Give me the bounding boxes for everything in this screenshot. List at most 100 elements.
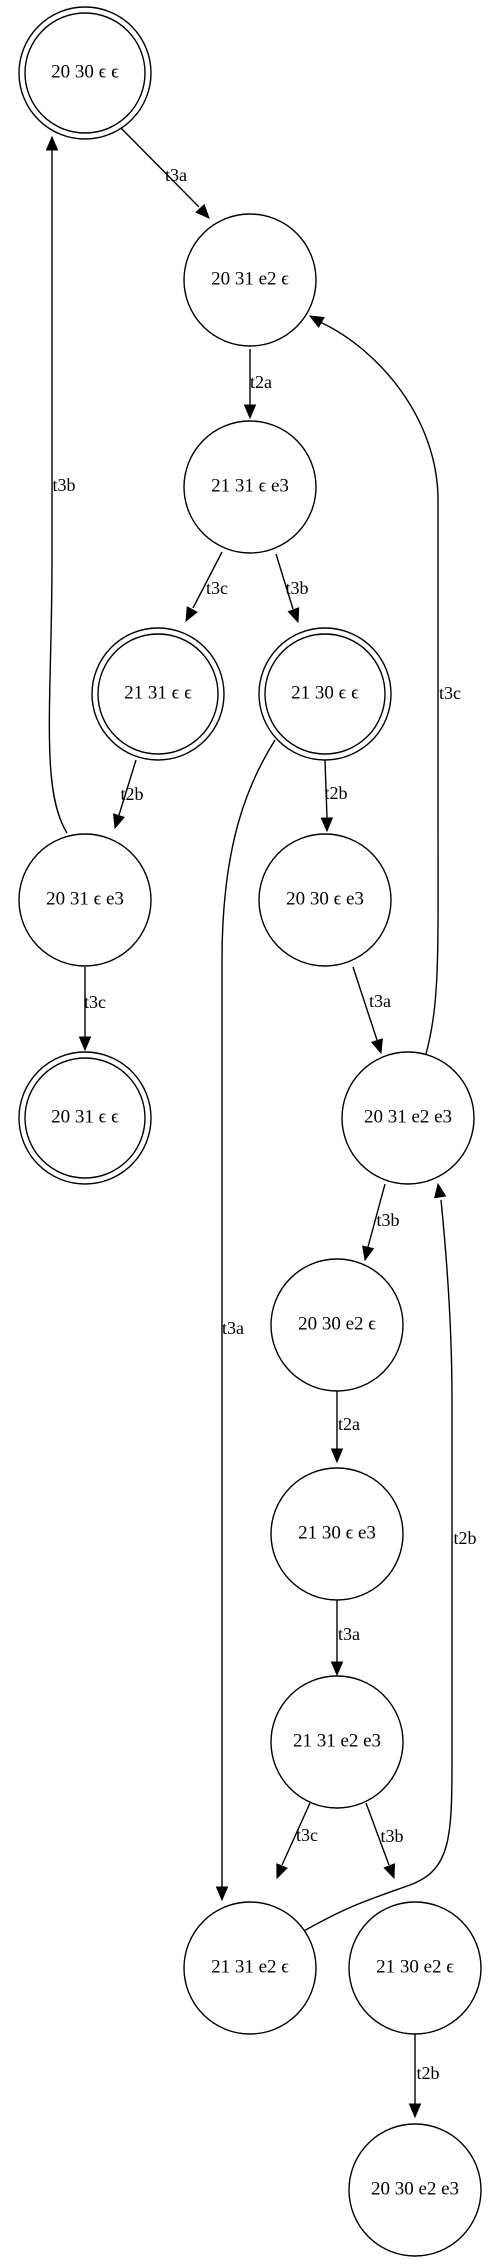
edge-line bbox=[324, 759, 328, 819]
nodes-layer: 20 30 ϵ ϵ 20 31 e2 ϵ 21 31 ϵ e3 21 31 ϵ ϵ 21… bbox=[18, 6, 482, 2257]
edge-line bbox=[192, 551, 223, 609]
edge-line bbox=[48, 150, 68, 834]
state-node: 20 31 e2 e3 bbox=[341, 1051, 475, 1185]
state-label: 20 30 ϵ e3 bbox=[286, 888, 364, 909]
edge-label: t2b bbox=[120, 784, 143, 804]
state-label: 21 31 ϵ ϵ bbox=[124, 682, 192, 703]
edge-label: t3a bbox=[369, 991, 391, 1011]
state-node: 20 31 ϵ ϵ bbox=[18, 1051, 152, 1185]
state-label: 20 30 e2 e3 bbox=[371, 2178, 459, 2199]
arrowhead bbox=[195, 203, 210, 219]
accepting-state-ring bbox=[24, 12, 146, 134]
state-label: 20 31 e2 e3 bbox=[364, 1106, 452, 1127]
edge-n11-to-n12: t3a bbox=[330, 1600, 360, 1677]
edge-n14-to-n15: t2b bbox=[408, 2034, 440, 2119]
state-circle bbox=[258, 833, 392, 967]
edge-label: t3b bbox=[52, 475, 75, 495]
state-circle bbox=[183, 420, 317, 554]
edge-label: t3b bbox=[380, 1826, 403, 1846]
arrowhead bbox=[185, 606, 198, 623]
accepting-state-ring bbox=[24, 1057, 146, 1179]
state-circle bbox=[270, 1467, 404, 1601]
state-circle bbox=[183, 213, 317, 347]
arrowhead bbox=[330, 1661, 344, 1677]
edge-n12-to-n14: t3b bbox=[365, 1802, 404, 1880]
arrowhead bbox=[112, 813, 125, 830]
edge-label: t2b bbox=[324, 783, 347, 803]
edge-line bbox=[119, 126, 200, 208]
state-label: 21 30 e2 ϵ bbox=[376, 1956, 454, 1977]
arrowhead bbox=[243, 404, 257, 420]
edge-n6-to-n8: t3c bbox=[78, 967, 106, 1052]
arrowhead bbox=[78, 1036, 92, 1052]
state-circle bbox=[183, 1901, 317, 2035]
edge-line bbox=[365, 1802, 390, 1866]
edge-n3-to-n5: t3b bbox=[275, 553, 309, 624]
edge-label: t2a bbox=[250, 372, 272, 392]
state-circle bbox=[348, 1901, 482, 2035]
state-circle bbox=[270, 1675, 404, 1809]
edge-line bbox=[367, 1183, 386, 1248]
edge-label: t2b bbox=[416, 2063, 439, 2083]
edge-label: t3a bbox=[338, 1624, 360, 1644]
state-node: 21 31 e2 e3 bbox=[270, 1675, 404, 1809]
arrowhead bbox=[287, 607, 300, 624]
state-node: 21 31 ϵ e3 bbox=[183, 420, 317, 554]
edge-n12-to-n13: t3c bbox=[276, 1802, 318, 1880]
state-node: 21 31 ϵ ϵ bbox=[91, 627, 225, 761]
state-node: 20 30 ϵ e3 bbox=[258, 833, 392, 967]
state-label: 20 30 ϵ ϵ bbox=[51, 61, 119, 82]
arrowhead bbox=[276, 1863, 288, 1880]
accepting-state-ring bbox=[97, 633, 219, 755]
edge-n9-to-n2: t3c bbox=[308, 315, 461, 1055]
edge-n7-to-n9: t3a bbox=[352, 966, 391, 1055]
state-node: 20 30 e2 e3 bbox=[348, 2123, 482, 2257]
arrowhead bbox=[45, 135, 59, 151]
edge-line bbox=[319, 321, 439, 1055]
edge-label: t2a bbox=[338, 1414, 360, 1434]
edge-line bbox=[275, 553, 294, 610]
edge-label: t3c bbox=[296, 1825, 318, 1845]
edge-n2-to-n3: t2a bbox=[243, 349, 272, 420]
state-label: 21 30 ϵ e3 bbox=[298, 1522, 376, 1543]
arrowhead bbox=[362, 1245, 375, 1262]
edge-n4-to-n6: t2b bbox=[112, 759, 144, 830]
arrowhead bbox=[308, 315, 325, 329]
state-label: 21 31 ϵ e3 bbox=[211, 475, 289, 496]
arrowhead bbox=[320, 817, 334, 833]
state-circle bbox=[348, 2123, 482, 2257]
state-label: 20 31 ϵ ϵ bbox=[51, 1106, 119, 1127]
state-label: 21 31 e2 e3 bbox=[293, 1730, 381, 1751]
edge-label: t3c bbox=[439, 683, 461, 703]
edge-label: t3b bbox=[285, 578, 308, 598]
edge-n1-to-n2: t3a bbox=[119, 126, 210, 219]
state-label: 21 30 ϵ ϵ bbox=[291, 682, 359, 703]
state-label: 20 31 e2 ϵ bbox=[211, 268, 289, 289]
edge-label: t2b bbox=[453, 1528, 476, 1548]
state-circle bbox=[18, 833, 152, 967]
state-label: 20 30 e2 ϵ bbox=[298, 1313, 376, 1334]
edge-n5-to-n13: t3a bbox=[215, 739, 276, 1902]
state-label: 20 31 ϵ e3 bbox=[46, 888, 124, 909]
edges-layer: t3a t2a t3c t3b t2b t3b t3c t2b t3a t3a t3c t3b t2a t… bbox=[45, 126, 477, 2119]
state-node: 21 30 ϵ ϵ bbox=[258, 627, 392, 761]
state-node: 20 30 e2 ϵ bbox=[270, 1258, 404, 1392]
arrowhead bbox=[383, 1863, 396, 1880]
state-node: 20 31 e2 ϵ bbox=[183, 213, 317, 347]
arrowhead bbox=[434, 1182, 447, 1199]
arrowhead bbox=[408, 2103, 422, 2119]
arrowhead bbox=[330, 1448, 344, 1464]
edge-label: t3b bbox=[376, 1210, 399, 1230]
state-node: 21 30 e2 ϵ bbox=[348, 1901, 482, 2035]
arrowhead bbox=[215, 1886, 229, 1902]
edge-label: t3a bbox=[222, 1318, 244, 1338]
state-node: 21 30 ϵ e3 bbox=[270, 1467, 404, 1601]
state-circle bbox=[341, 1051, 475, 1185]
edge-n10-to-n11: t2a bbox=[330, 1391, 360, 1464]
edge-line bbox=[221, 739, 276, 1887]
edge-n6-to-n1: t3b bbox=[45, 135, 76, 834]
state-label: 21 31 e2 ϵ bbox=[211, 1956, 289, 1977]
edge-label: t3c bbox=[206, 578, 228, 598]
arrowhead bbox=[370, 1038, 383, 1055]
